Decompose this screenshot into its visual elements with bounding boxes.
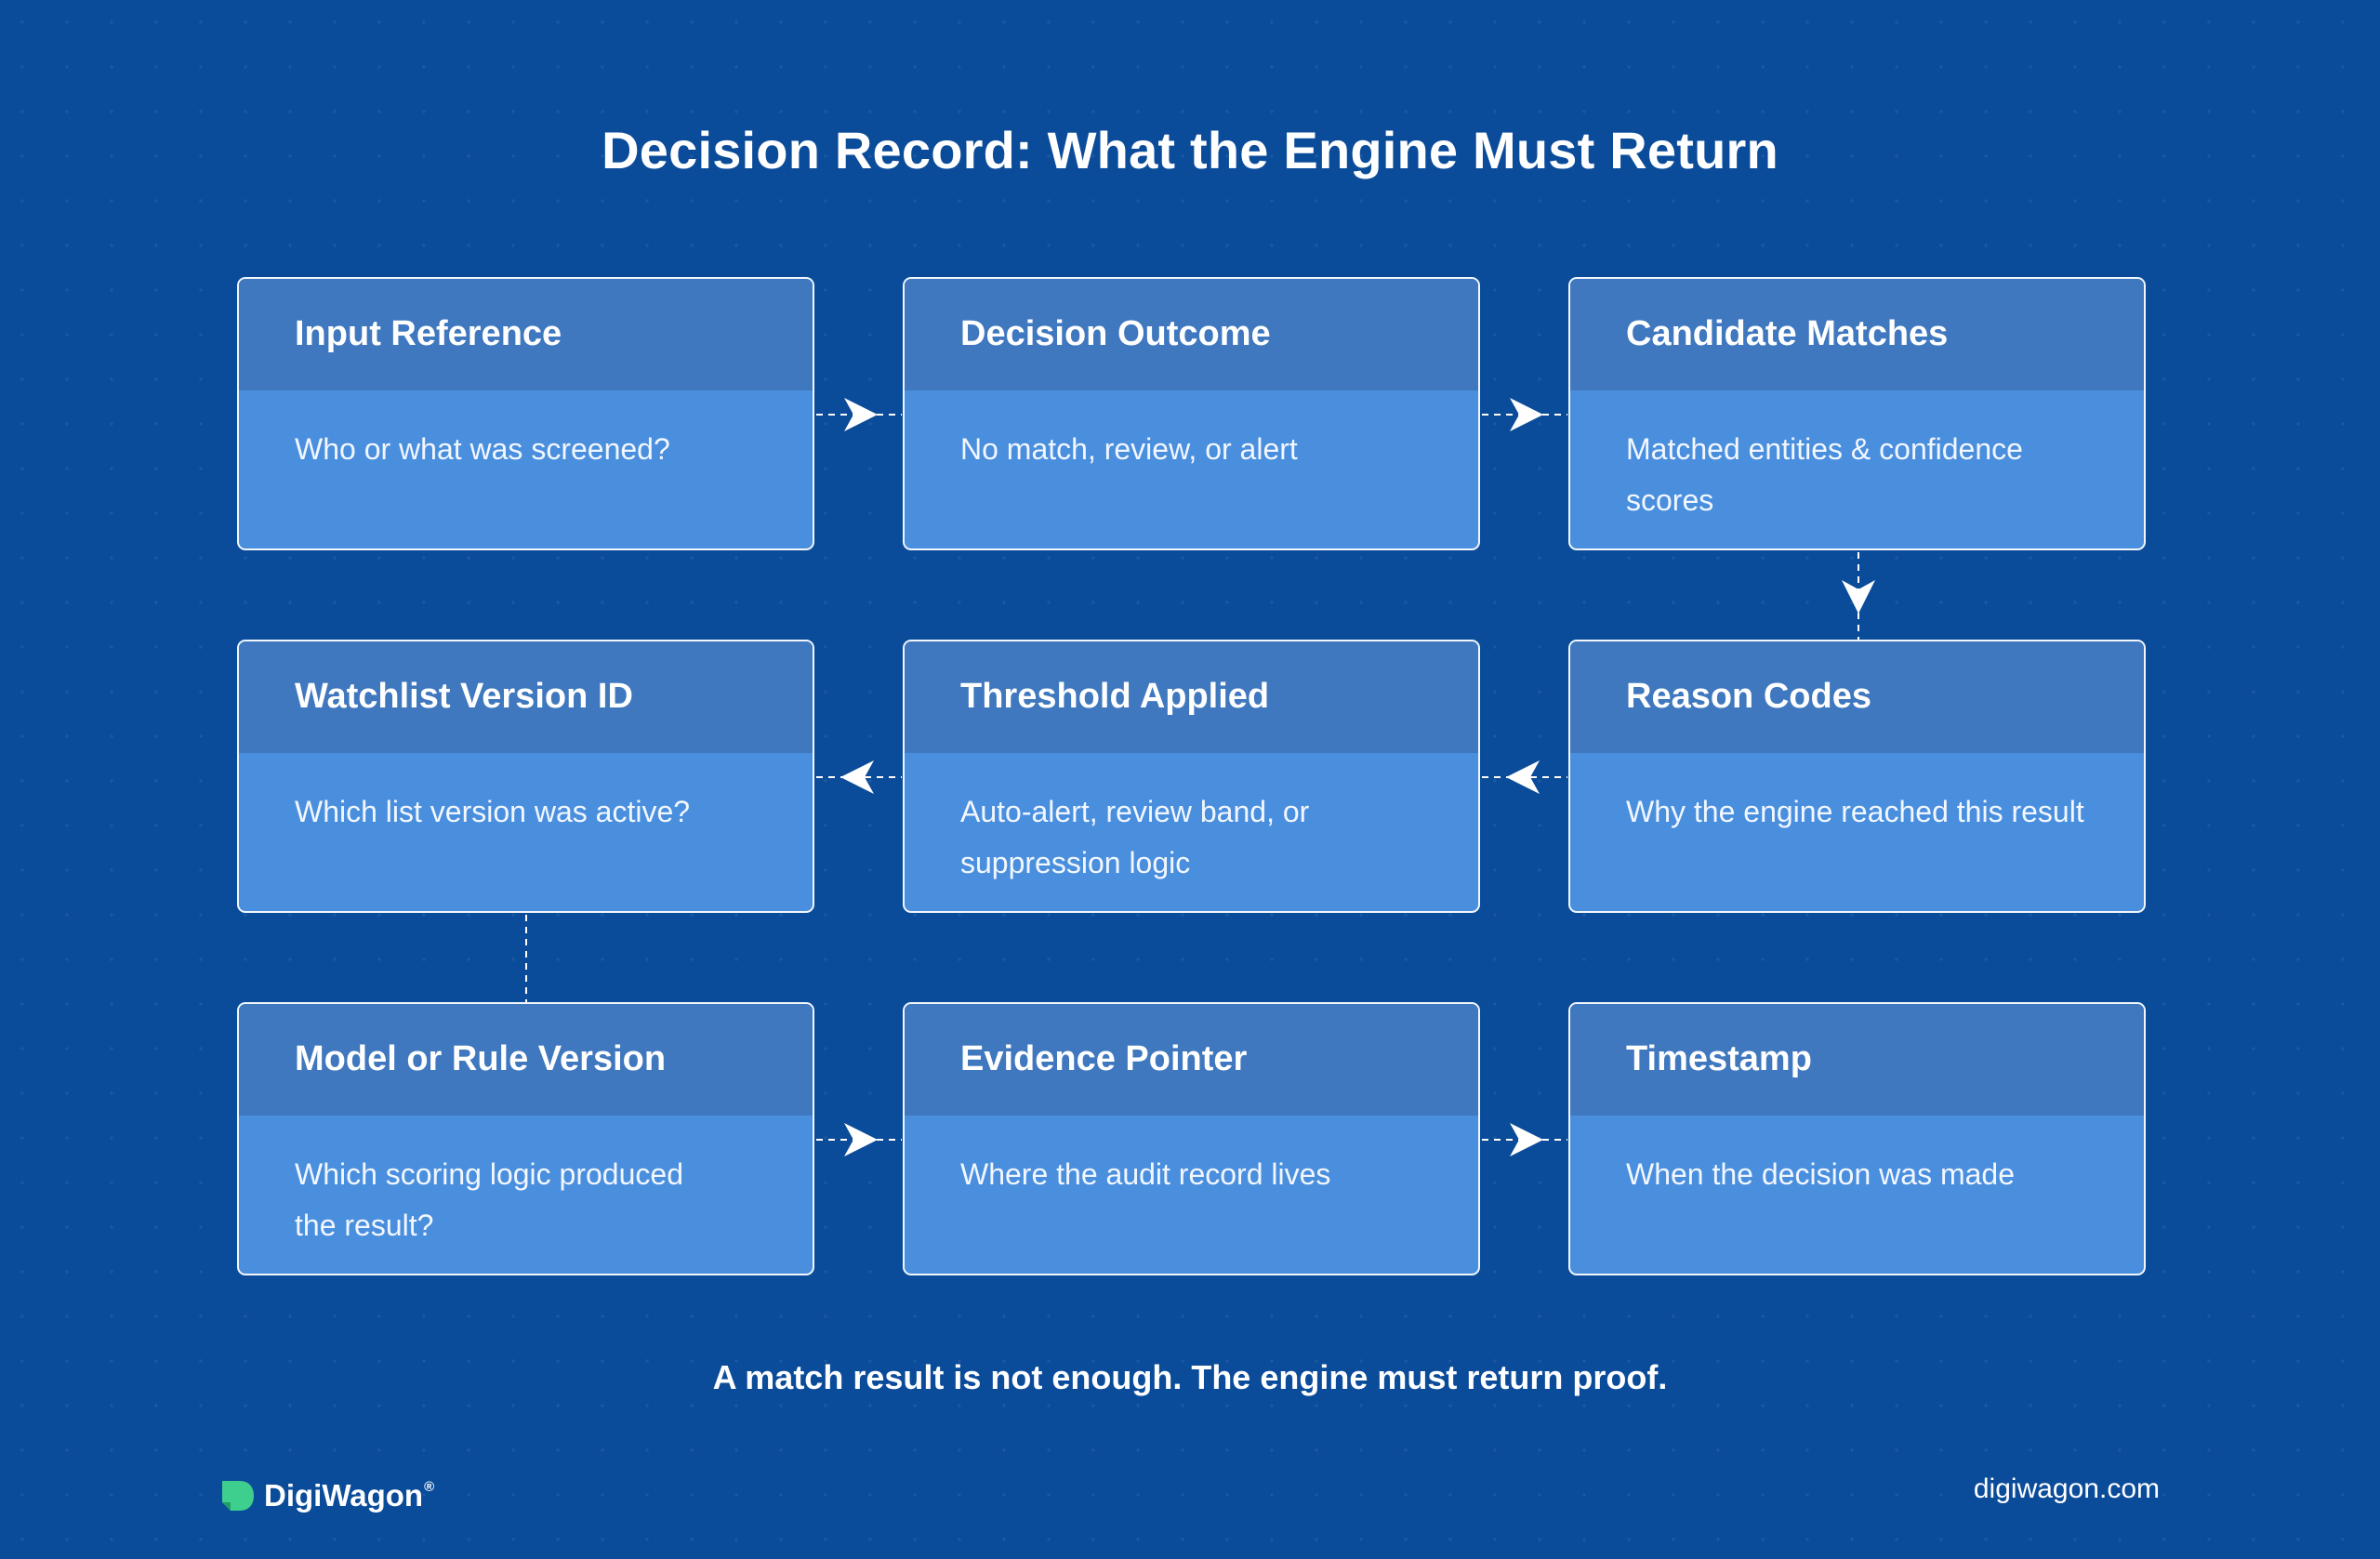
card-description: Where the audit record lives [960, 1157, 1331, 1191]
card-model-or-rule-version: Model or Rule Version Which scoring logi… [237, 1002, 814, 1275]
card-description: Which list version was active? [295, 795, 691, 828]
arrow-right-icon [1510, 398, 1543, 431]
card-title: Candidate Matches [1570, 279, 2144, 390]
card-title: Decision Outcome [905, 279, 1478, 390]
arrow-left-icon [1506, 760, 1540, 794]
card-title: Model or Rule Version [239, 1004, 813, 1116]
arrow-left-icon [840, 760, 874, 794]
card-title: Threshold Applied [905, 641, 1478, 753]
card-title: Input Reference [239, 279, 813, 390]
card-description: Why the engine reached this result [1626, 795, 2084, 828]
website-link[interactable]: digiwagon.com [1973, 1473, 2160, 1504]
arrow-right-icon [1510, 1123, 1543, 1156]
card-title: Timestamp [1570, 1004, 2144, 1116]
card-description: Who or what was screened? [295, 432, 670, 466]
card-description: Auto-alert, review band, or suppression … [960, 795, 1310, 879]
card-description: When the decision was made [1626, 1157, 2015, 1191]
arrow-down-icon [1842, 580, 1875, 614]
card-candidate-matches: Candidate Matches Matched entities & con… [1568, 277, 2146, 550]
arrow-right-icon [844, 398, 878, 431]
card-input-reference: Input Reference Who or what was screened… [237, 277, 814, 550]
brand: DigiWagon ® [219, 1473, 434, 1519]
card-decision-outcome: Decision Outcome No match, review, or al… [903, 277, 1480, 550]
registered-mark: ® [424, 1478, 435, 1495]
card-threshold-applied: Threshold Applied Auto-alert, review ban… [903, 640, 1480, 913]
page-title: Decision Record: What the Engine Must Re… [602, 121, 1778, 179]
card-reason-codes: Reason Codes Why the engine reached this… [1568, 640, 2146, 913]
tagline: A match result is not enough. The engine… [712, 1358, 1668, 1396]
card-description: Which scoring logic produced the result? [295, 1157, 683, 1242]
leaf-logo-icon [222, 1481, 254, 1511]
arrow-right-icon [844, 1123, 878, 1156]
card-title: Reason Codes [1570, 641, 2144, 753]
card-watchlist-version-id: Watchlist Version ID Which list version … [237, 640, 814, 913]
card-timestamp: Timestamp When the decision was made [1568, 1002, 2146, 1275]
card-title: Watchlist Version ID [239, 641, 813, 753]
brand-name: DigiWagon [264, 1478, 424, 1513]
card-description: Matched entities & confidence scores [1626, 432, 2023, 517]
card-title: Evidence Pointer [905, 1004, 1478, 1116]
card-description: No match, review, or alert [960, 432, 1298, 466]
card-evidence-pointer: Evidence Pointer Where the audit record … [903, 1002, 1480, 1275]
